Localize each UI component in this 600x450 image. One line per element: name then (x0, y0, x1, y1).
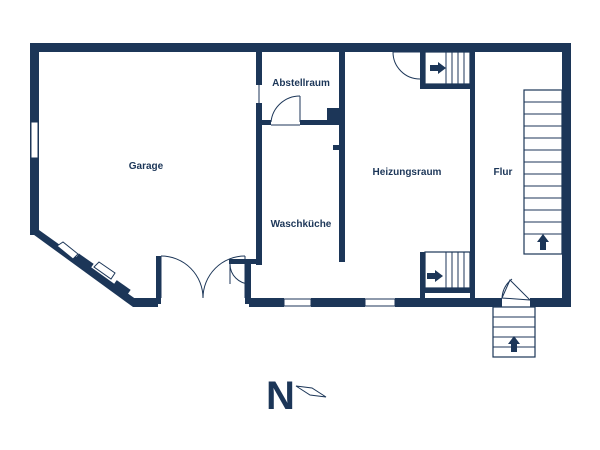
room-label-heizungsraum: Heizungsraum (373, 167, 442, 178)
stairs-entrance (492, 306, 536, 358)
stairs-heizungsraum-bottom (424, 251, 471, 293)
stair-arrow-right-icon (427, 270, 443, 282)
room-label-garage: Garage (129, 161, 164, 172)
north-compass: N (266, 374, 327, 418)
stairs-flur (523, 89, 563, 255)
compass-needle-icon (295, 385, 327, 398)
stairs-heizungsraum-top (424, 51, 471, 85)
windows (30, 121, 396, 307)
room-label-abstellraum: Abstellraum (272, 78, 330, 89)
stair-arrow-right-icon (430, 62, 446, 74)
north-letter: N (266, 374, 295, 418)
interior-walls (156, 52, 475, 304)
stair-arrow-up-icon (508, 336, 520, 352)
room-label-flur: Flur (494, 167, 513, 178)
room-label-waschkueche: Waschküche (271, 219, 332, 230)
stair-arrow-up-icon (537, 234, 549, 250)
